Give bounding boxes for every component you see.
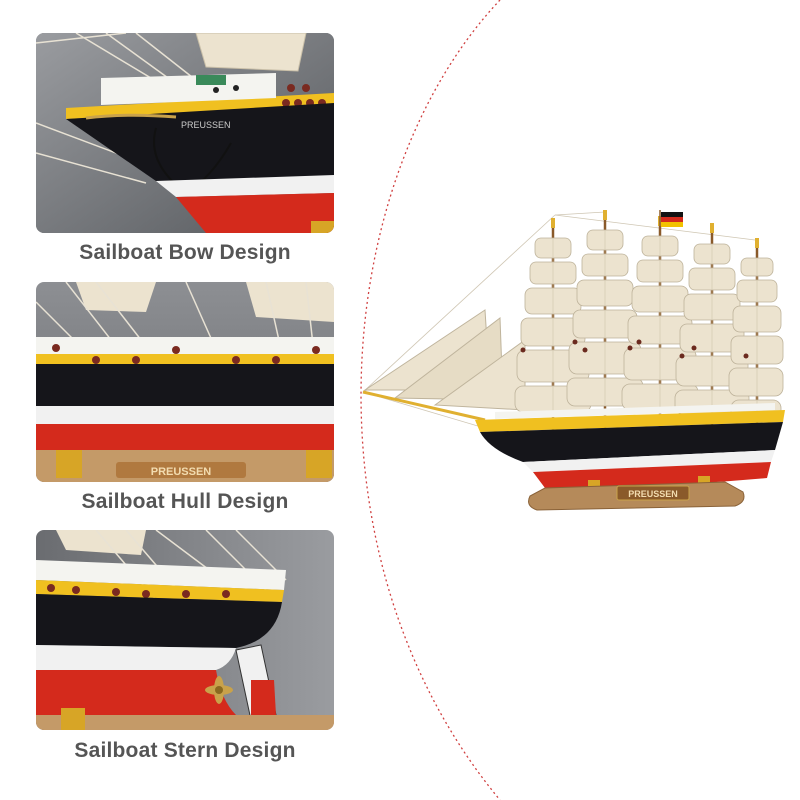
- stern-caption: Sailboat Stern Design: [74, 739, 296, 762]
- ship-nameplate-text: PREUSSEN: [628, 489, 678, 499]
- hull-caption: Sailboat Hull Design: [81, 490, 289, 513]
- bow-detail-photo: PREUSSEN: [36, 33, 334, 233]
- hull-nameplate-text: PREUSSEN: [151, 466, 212, 478]
- bow-nameplate-text: PREUSSEN: [181, 120, 231, 130]
- ship-model-photo: PREUSSEN: [362, 210, 785, 511]
- flag-icon: [659, 210, 683, 228]
- stern-detail-photo: [36, 530, 334, 730]
- bow-caption: Sailboat Bow Design: [79, 241, 291, 264]
- hull-detail-photo: PREUSSEN: [36, 282, 334, 482]
